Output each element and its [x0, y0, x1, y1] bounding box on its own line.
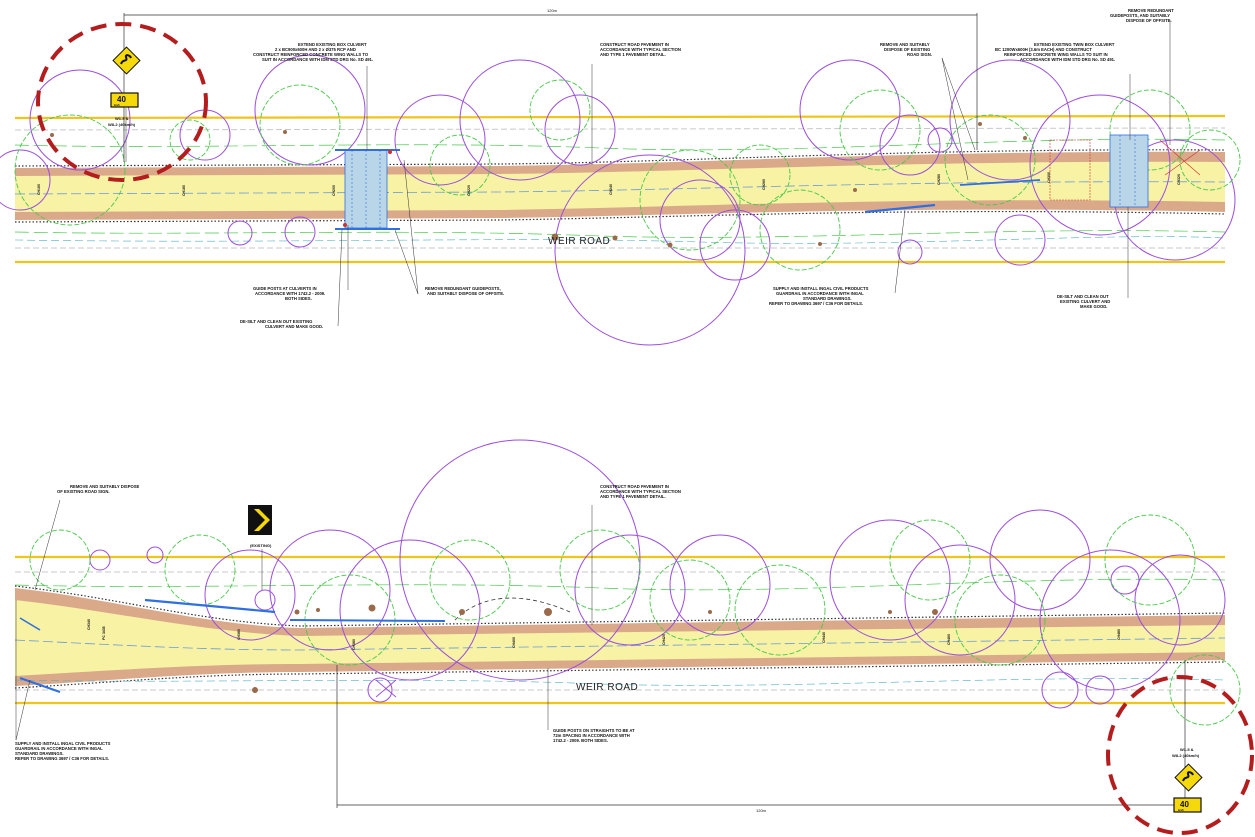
road-name-top: WEIR ROAD [548, 236, 610, 247]
dimension-top-label: 120m [547, 8, 558, 13]
svg-text:CH280: CH280 [937, 174, 941, 185]
svg-text:REMOVE REDUNDANT GUIDEPOSTS,AN: REMOVE REDUNDANT GUIDEPOSTS,AND SUITABLY… [425, 286, 504, 296]
svg-text:CH260: CH260 [762, 179, 766, 190]
svg-text:W8-2 (40km/h): W8-2 (40km/h) [108, 122, 136, 127]
highlight-circle-top [36, 22, 208, 182]
svg-text:CH400: CH400 [512, 637, 516, 648]
svg-text:CH160: CH160 [37, 184, 41, 195]
svg-text:CH380: CH380 [352, 639, 356, 650]
svg-text:W1-5 &: W1-5 & [1180, 747, 1194, 752]
culvert-left [335, 149, 400, 230]
svg-text:SUPPLY AND INSTALL INGAL CIVIL: SUPPLY AND INSTALL INGAL CIVIL PRODUCTSG… [769, 286, 869, 306]
winding-road-icon [120, 54, 132, 65]
svg-text:km/h: km/h [1178, 809, 1184, 812]
svg-text:CH180: CH180 [182, 185, 186, 196]
svg-text:CH460: CH460 [947, 634, 951, 645]
top-road-pavement [15, 161, 1225, 212]
guardrail-bottom-1 [144, 598, 276, 614]
chevron-right-icon [254, 509, 270, 531]
svg-text:40: 40 [1180, 800, 1189, 809]
svg-text:(EXISTING): (EXISTING) [250, 543, 272, 548]
road-name-bottom: WEIR ROAD [576, 682, 638, 693]
warning-sign-top-left: 40 km/h W1-5 & W8-2 (40km/h) [108, 46, 141, 162]
svg-text:CH480: CH480 [1117, 629, 1121, 640]
dimension-bottom [336, 660, 1186, 808]
svg-text:CH420: CH420 [662, 634, 666, 645]
top-centerline [14, 181, 1226, 195]
dimension-bottom-label: 120m [756, 808, 767, 813]
svg-text:W1-5 &: W1-5 & [115, 116, 129, 121]
dimension-top [123, 13, 978, 162]
svg-text:PC 3435: PC 3435 [102, 626, 106, 640]
svg-text:W8-2 (40km/h): W8-2 (40km/h) [1172, 753, 1200, 758]
highlight-circle-bottom [1106, 675, 1254, 835]
guardrail-top [864, 203, 936, 214]
svg-text:CH300: CH300 [1047, 172, 1051, 183]
bottom-panel: CH340 PC 3435 CH360 CH380 CH400 CH420 CH… [14, 439, 1254, 835]
top-boundary-north [14, 114, 1226, 120]
winding-road-icon [1182, 771, 1194, 782]
bottom-road-pavement [15, 600, 1225, 676]
svg-text:CH200: CH200 [332, 185, 336, 196]
svg-text:CH440: CH440 [822, 632, 826, 643]
svg-text:CH320: CH320 [1177, 174, 1181, 185]
top-panel: CH160 CH180 CH200 CH220 CH240 CH260 CH28… [0, 8, 1241, 346]
warning-sign-bottom-right: W1-5 & W8-2 (40km/h) 40 km/h [1172, 747, 1203, 813]
svg-text:CH220: CH220 [467, 185, 471, 196]
svg-text:CH360: CH360 [237, 629, 241, 640]
svg-text:km/h: km/h [114, 104, 120, 107]
svg-text:CH240: CH240 [609, 184, 613, 195]
chevron-sign: (EXISTING) [248, 505, 272, 590]
svg-text:CH340: CH340 [87, 619, 91, 630]
svg-text:40: 40 [117, 95, 126, 104]
culvert-right [1049, 134, 1201, 208]
svg-text:SUPPLY AND INSTALL INGAL CIVIL: SUPPLY AND INSTALL INGAL CIVIL PRODUCTSG… [15, 741, 111, 761]
